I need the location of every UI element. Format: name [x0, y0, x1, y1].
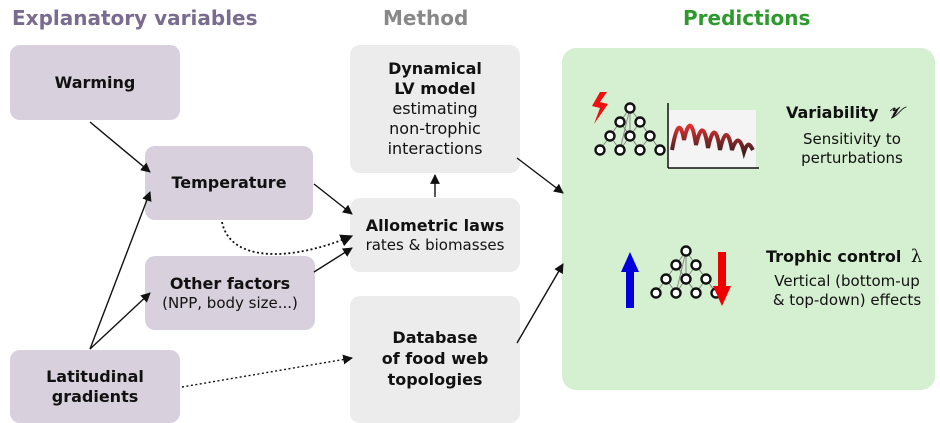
food-web-database-box: Database of food web topologies [350, 296, 520, 423]
arrow-down-icon [713, 252, 731, 306]
trophic-sub-line2: & top-down) effects [772, 290, 922, 309]
predictions-panel [562, 48, 935, 390]
lv-model-box: Dynamical LV model estimating non-trophi… [350, 45, 520, 173]
lv-model-line1: Dynamical [388, 59, 482, 78]
trophic-control-description: Vertical (bottom-up & top-down) effects [760, 272, 934, 310]
predictions-header: Predictions [683, 6, 811, 30]
other-factors-title: Other factors [169, 274, 291, 294]
latitudinal-gradients-box: Latitudinal gradients [10, 350, 180, 423]
arrow-temperature-to-allometric [313, 183, 353, 215]
arrow-warming-to-temperature [89, 121, 151, 173]
variability-sub-line1: Sensitivity to [803, 130, 901, 148]
arrow-other-to-allometric [313, 247, 353, 273]
dotted-arrow-latitudinal-to-database [181, 354, 353, 388]
warming-box: Warming [10, 45, 180, 120]
allometric-subtitle: rates & biomasses [365, 235, 505, 254]
variability-title-text: Variability [786, 103, 879, 122]
time-series-plot-icon [667, 103, 759, 169]
lv-model-line2: LV model [394, 79, 476, 98]
dotted-arrow-temperature-to-allometric [221, 221, 354, 255]
allometric-title: Allometric laws [365, 216, 505, 236]
arrow-latitudinal-to-temperature [89, 191, 152, 350]
warming-label: Warming [54, 72, 136, 92]
lv-model-line3: estimating [392, 99, 478, 118]
database-line1: Database [392, 328, 478, 348]
temperature-box: Temperature [145, 146, 313, 220]
allometric-laws-box: Allometric laws rates & biomasses [350, 198, 520, 272]
database-line3: topologies [387, 369, 483, 389]
latitudinal-line1: Latitudinal [46, 367, 144, 387]
trophic-symbol: λ [910, 246, 923, 267]
trophic-control-title: Trophic control λ [766, 246, 922, 267]
variability-symbol: 𝒱 [888, 103, 902, 122]
arrow-database-to-predictions [516, 263, 564, 344]
database-line2: of food web [381, 349, 489, 369]
variability-title: Variability 𝒱 [786, 103, 901, 123]
latitudinal-line2: gradients [51, 386, 139, 406]
lv-model-line5: interactions [387, 139, 483, 158]
other-factors-subtitle: (NPP, body size...) [162, 293, 298, 312]
lightning-bolt-icon [592, 92, 608, 124]
temperature-label: Temperature [171, 173, 287, 193]
food-web-network-icon-trophic [650, 245, 722, 299]
variability-sub-line2: perturbations [801, 148, 903, 167]
food-web-network-icon [594, 102, 666, 156]
explanatory-variables-header: Explanatory variables [12, 6, 258, 30]
other-factors-box: Other factors (NPP, body size...) [145, 256, 315, 330]
variability-description: Sensitivity to perturbations [782, 130, 922, 168]
arrow-lv-model-to-predictions [516, 157, 564, 194]
trophic-title-text: Trophic control [766, 247, 902, 266]
arrow-up-icon [621, 252, 639, 308]
trophic-sub-line1: Vertical (bottom-up [774, 272, 920, 290]
method-header: Method [383, 6, 469, 30]
arrow-latitudinal-to-other-factors [89, 292, 151, 350]
lv-model-line4: non-trophic [389, 119, 481, 138]
